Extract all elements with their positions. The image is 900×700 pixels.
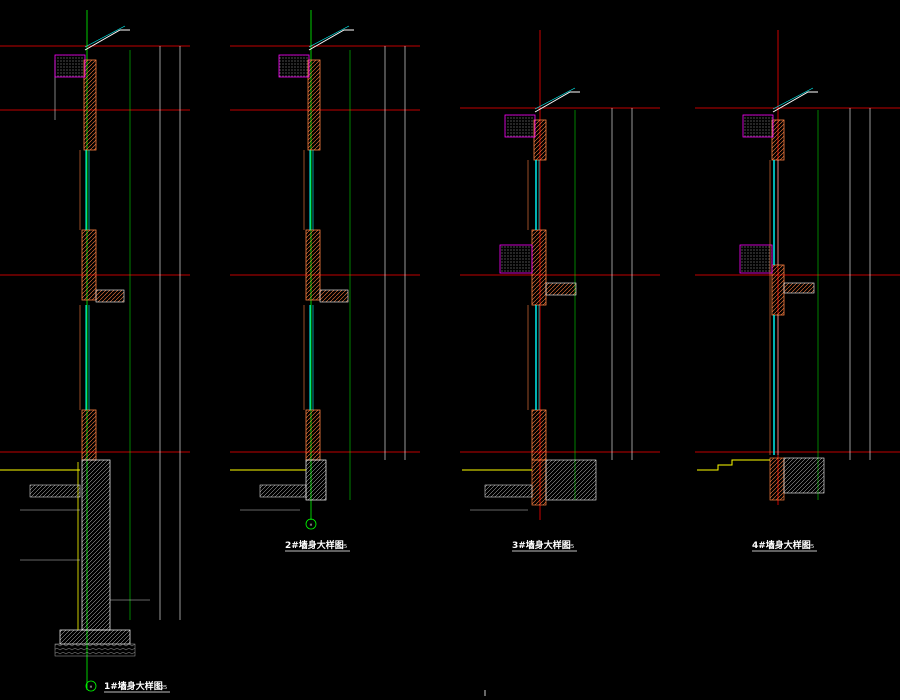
detail-title-text: 2#墙身大样图 [285,539,344,551]
slab [319,289,349,303]
detail-scale-text: 1:25 [803,544,814,550]
foundation-wall [545,459,597,501]
paving [484,484,533,498]
grade-step-line [697,459,770,471]
wall [531,409,547,461]
wall [83,59,97,151]
window-sill [739,244,773,274]
detail-title-4: 4#墙身大样图 1:25 [752,539,817,552]
axis-label: H [90,685,93,689]
gutter [278,54,310,78]
foundation-wall [81,459,111,631]
roof-tile [534,87,576,110]
gravel-bed [54,643,136,657]
detail-title-1: H 1#墙身大样图 1:25 [85,680,170,693]
paving [259,484,307,498]
window-sill [499,244,533,274]
detail-title-3: 3#墙身大样图 1:25 [512,539,577,552]
wall [533,119,547,161]
foundation-wall [305,459,327,501]
roof-tile [772,87,814,110]
axis-bubble [85,680,97,692]
axis-bubble [305,518,317,530]
roof-slope [772,91,818,113]
detail-title-text: 1#墙身大样图 [104,680,163,692]
paving [29,484,81,498]
axis-label: H [310,523,313,527]
roof-slope [534,91,580,113]
foundation-wall [783,457,825,494]
wall [305,229,321,301]
slab [95,289,125,303]
slab [545,282,577,296]
wall [771,264,785,316]
footing [59,629,131,645]
gutter [54,54,86,78]
detail-title-2: 2#墙身大样图 1:25 [285,539,350,552]
wall [81,229,97,301]
foundation-wall [769,457,785,501]
detail-title-text: 4#墙身大样图 [752,539,811,551]
detail-scale-text: 1:25 [336,544,347,550]
foundation-wall [531,459,547,506]
roof-tile [308,25,350,48]
slab [783,282,815,294]
roof-slope [308,29,354,51]
roof-slope [84,29,130,51]
wall [771,119,785,161]
wall [531,229,547,306]
detail-title-text: 3#墙身大样图 [512,539,571,551]
wall-section-detail-3: 3#墙身大样图 1:25 [460,30,660,552]
wall [307,59,321,151]
wall-section-detail-2: H 2#墙身大样图 1:25 [230,10,420,552]
gutter [742,114,774,138]
roof-tile [84,25,126,48]
detail-scale-text: 1:25 [156,685,167,691]
wall-section-detail-4: 4#墙身大样图 1:25 [695,30,900,552]
detail-scale-text: 1:25 [563,544,574,550]
wall-section-detail-1: H 1#墙身大样图 1:25 [0,10,190,693]
wall [305,409,321,461]
gutter [504,114,536,138]
wall [81,409,97,461]
